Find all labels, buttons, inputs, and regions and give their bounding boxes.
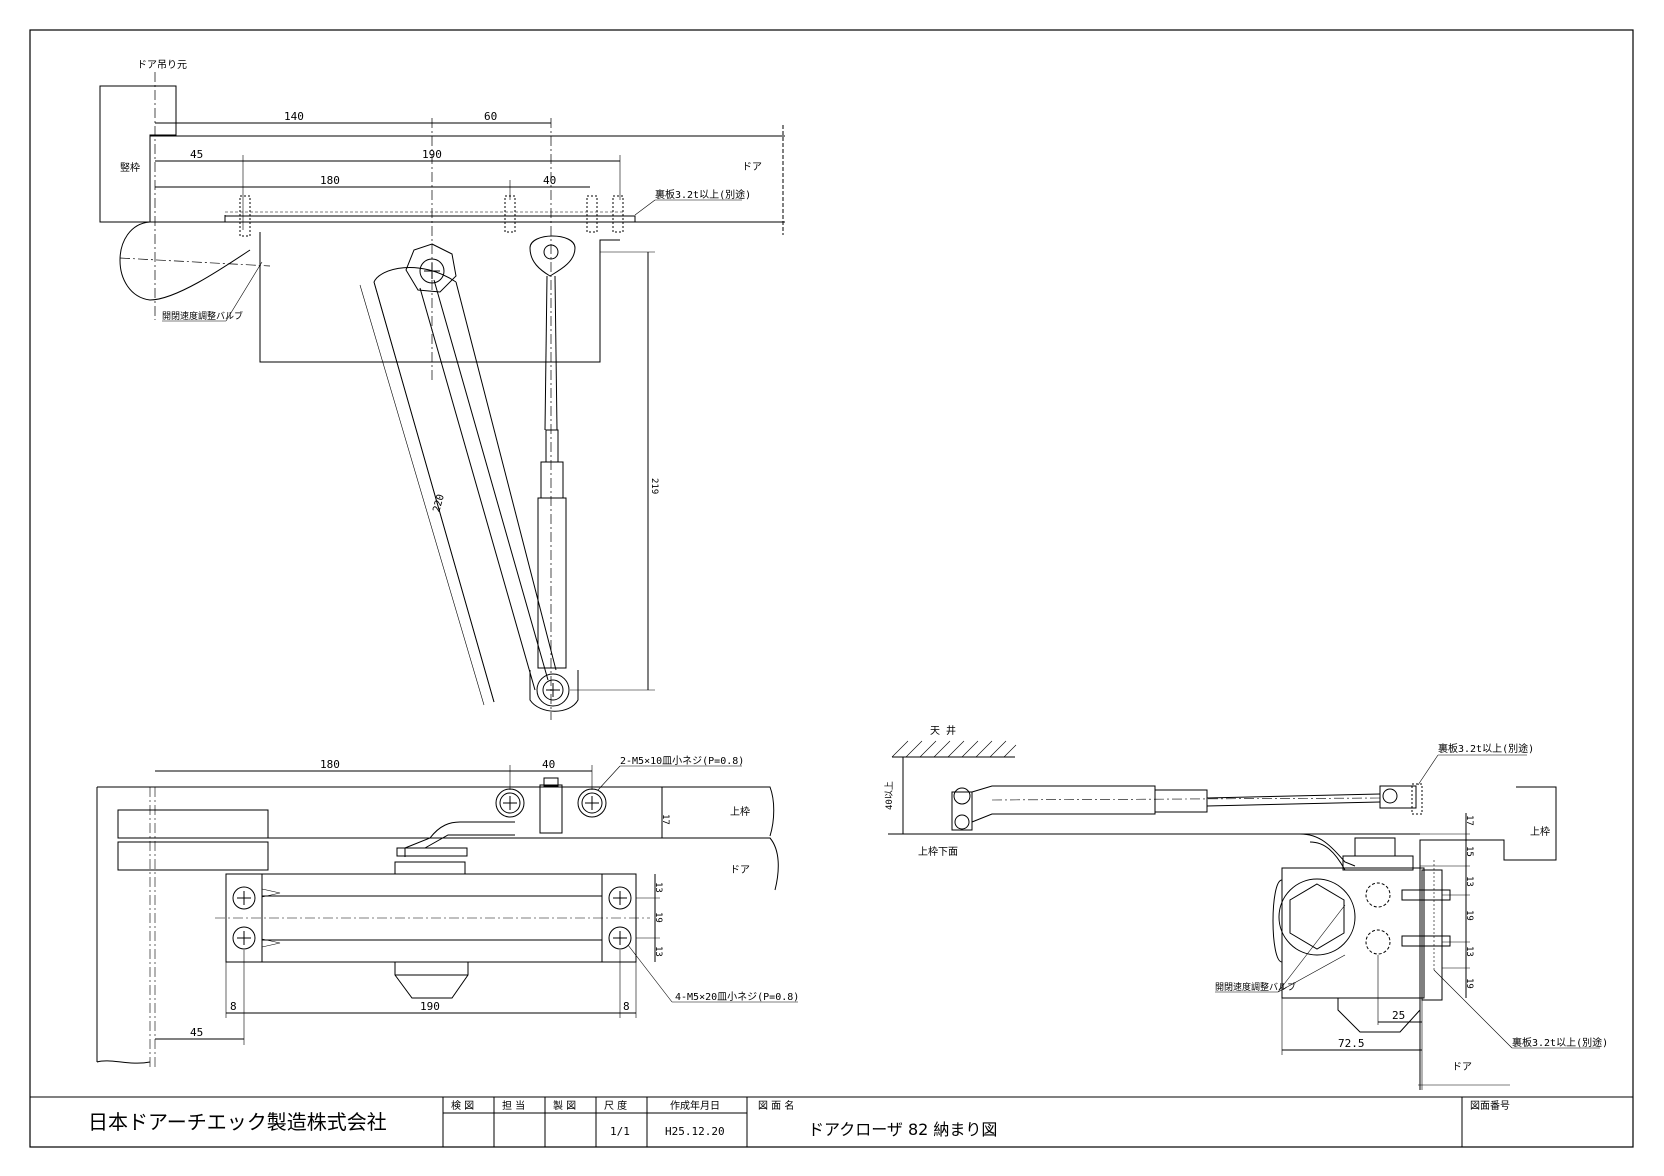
backing-note: 裏板3.2t以上(別途): [655, 188, 751, 201]
front-dim-190: 190: [420, 1000, 440, 1013]
col-scale: 尺 度: [604, 1099, 627, 1112]
scale-value: 1/1: [610, 1125, 630, 1138]
under-frame-label: 上枠下面: [918, 845, 958, 858]
door-hinge-label: ドア吊り元: [137, 59, 187, 71]
front-dim-40: 40: [542, 758, 555, 771]
side-dim-72-5: 72.5: [1338, 1037, 1365, 1050]
screw-note-bottom: 4-M5×20皿小ネジ(P=0.8): [675, 991, 799, 1003]
side-dim-13a: 13: [1464, 876, 1474, 887]
top-view: 140 60 45 190 180 40 220 219 ドア吊り元 竪枠 ドア…: [99, 59, 785, 720]
drawing-name: ドアクローザ 82 納まり図: [808, 1120, 997, 1139]
screw-note-top: 2-M5×10皿小ネジ(P=0.8): [620, 755, 744, 767]
col-charge: 担 当: [502, 1099, 525, 1112]
side-dim-17: 17: [1464, 815, 1474, 826]
sheet-border: [29, 29, 1634, 1148]
jamb-label: 竪枠: [120, 161, 140, 174]
ceiling-label: 天 井: [930, 724, 956, 737]
col-name: 図 面 名: [758, 1099, 794, 1112]
front-dim-45: 45: [190, 1026, 203, 1039]
title-block: 日本ドアーチエック製造株式会社 検 図 担 当 製 図 尺 度 作成年月日 図 …: [30, 1096, 1633, 1147]
side-dim-19b: 19: [1464, 978, 1474, 989]
side-door-label: ドア: [1452, 1062, 1472, 1073]
front-dim-180: 180: [320, 758, 340, 771]
side-dim-19a: 19: [1464, 910, 1474, 921]
dim-220: 220: [431, 493, 447, 513]
side-dim-15: 15: [1464, 846, 1474, 857]
col-drawn: 製 図: [553, 1099, 576, 1112]
front-dim-19: 19: [653, 912, 663, 923]
front-frame-label: 上枠: [730, 805, 750, 818]
col-date: 作成年月日: [670, 1099, 720, 1112]
dim-40: 40: [543, 174, 556, 187]
door-label: ドア: [742, 162, 762, 173]
date-value: H25.12.20: [665, 1125, 725, 1138]
front-dim-13b: 13: [653, 946, 663, 957]
side-dim-25: 25: [1392, 1009, 1405, 1022]
col-number: 図面番号: [1470, 1100, 1510, 1112]
side-backing-bottom: 裏板3.2t以上(別途): [1512, 1036, 1608, 1049]
dim-190: 190: [422, 148, 442, 161]
side-dim-13b: 13: [1464, 946, 1474, 957]
dim-140: 140: [284, 110, 304, 123]
valve-note: 開閉速度調整バルブ: [162, 310, 243, 322]
front-dim-17: 17: [660, 814, 670, 825]
dim-60: 60: [484, 110, 497, 123]
side-frame-label: 上枠: [1530, 825, 1550, 838]
dim-180: 180: [320, 174, 340, 187]
dim-219: 219: [649, 478, 659, 494]
side-backing-top: 裏板3.2t以上(別途): [1438, 742, 1534, 755]
front-dim-8b: 8: [623, 1000, 630, 1013]
col-check: 検 図: [451, 1099, 474, 1112]
front-view: 180 40 2-M5×10皿小ネジ(P=0.8) 上枠 ドア 17 13 19…: [96, 755, 799, 1070]
dim-45: 45: [190, 148, 203, 161]
side-view: 天 井 40以上 上枠下面 上枠 裏板3.2t以上(別途): [884, 724, 1608, 1090]
company-name: 日本ドアーチエック製造株式会社: [88, 1110, 387, 1134]
front-dim-8a: 8: [230, 1000, 237, 1013]
front-dim-13a: 13: [653, 882, 663, 893]
front-door-label: ドア: [730, 865, 750, 876]
side-valve-note: 開閉速度調整バルブ: [1215, 981, 1296, 993]
side-dim-40min: 40以上: [884, 781, 895, 810]
